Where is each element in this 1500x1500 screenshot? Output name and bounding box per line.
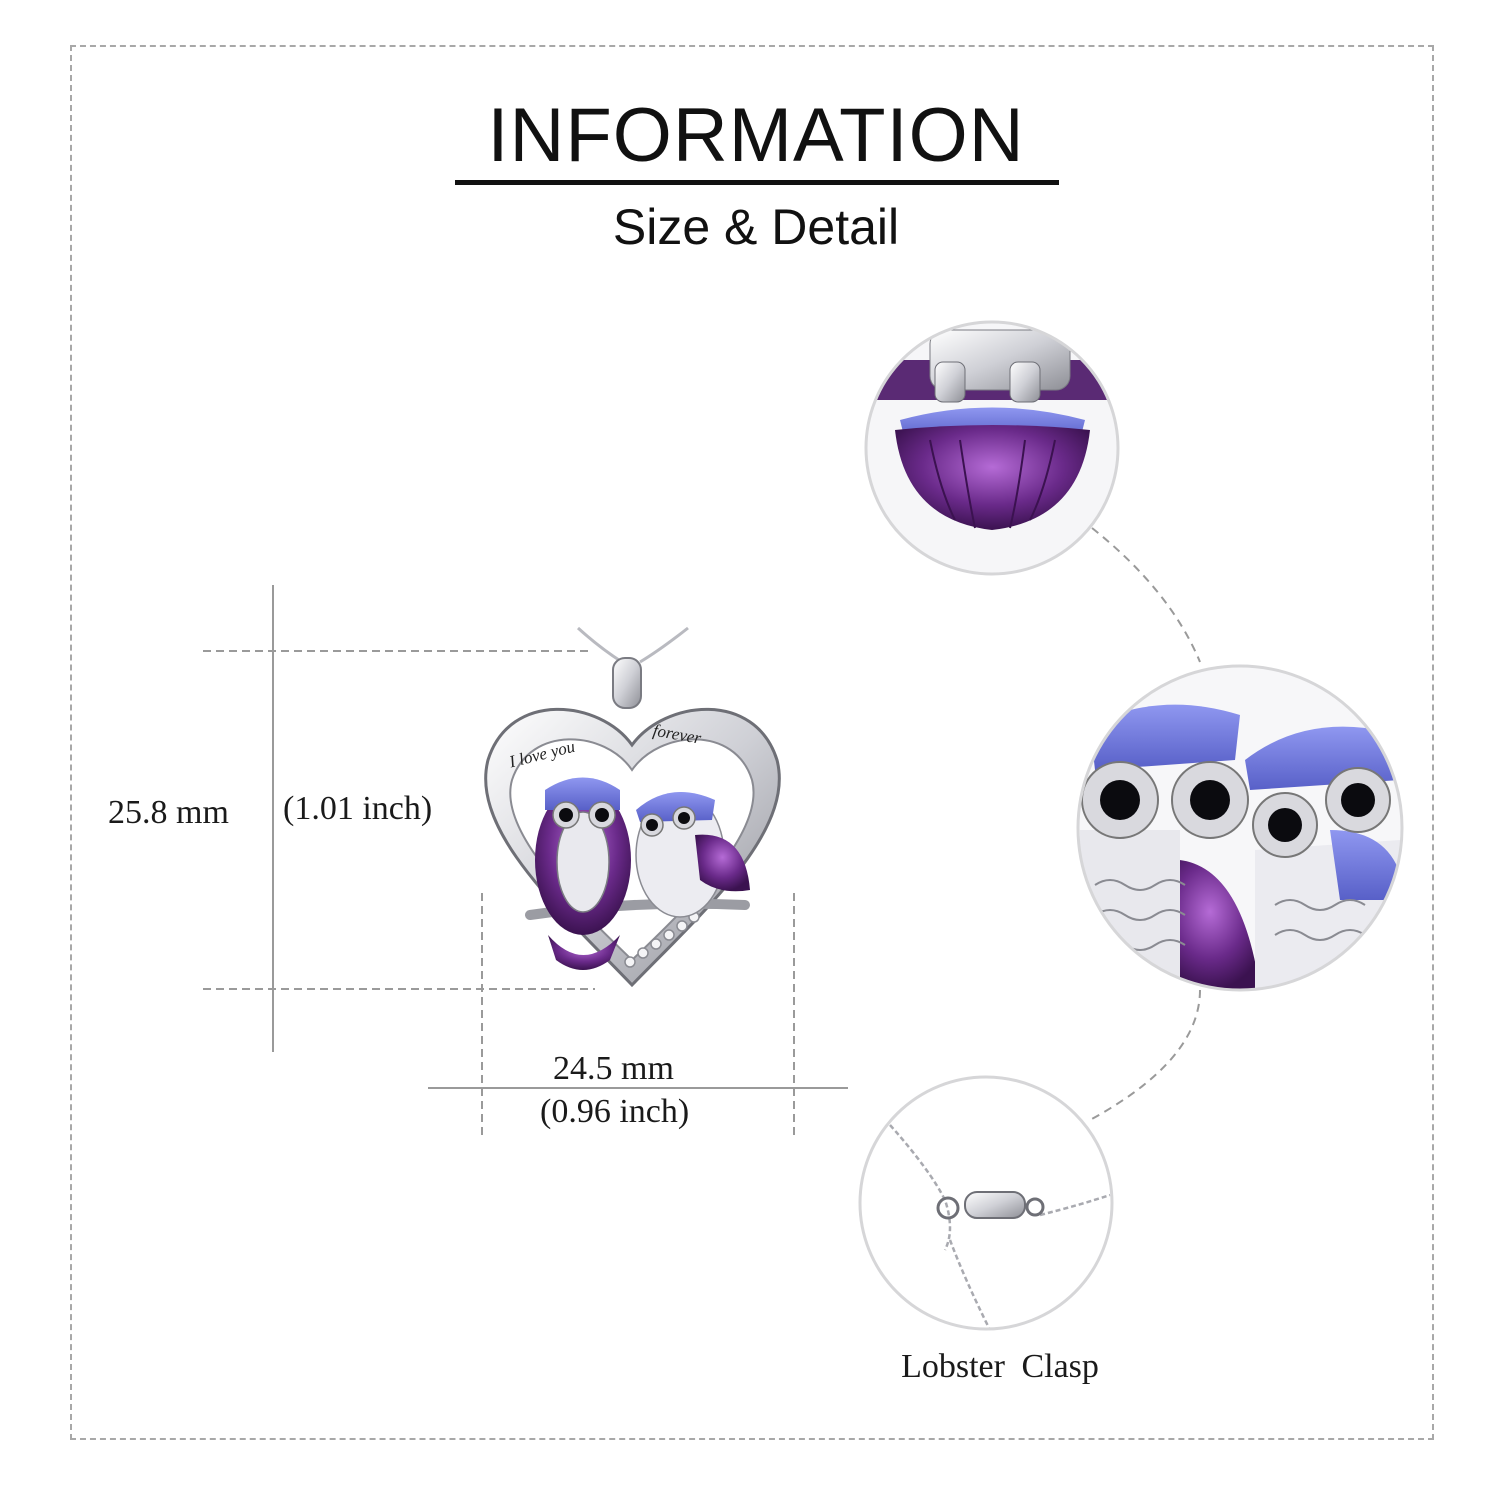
title-underline <box>455 180 1059 185</box>
dashed-frame <box>70 45 1434 1440</box>
height-inch-label: (1.01 inch) <box>283 790 433 827</box>
bail <box>612 657 642 709</box>
chain <box>576 626 689 664</box>
clasp-label: Lobster Clasp <box>901 1348 1099 1385</box>
height-mm-label: 25.8 mm <box>108 794 229 831</box>
heart-pendant: I love you forever <box>484 707 781 988</box>
page-subtitle: Size & Detail <box>612 199 900 255</box>
width-guides <box>428 893 848 1140</box>
detail-circle-owls <box>1076 664 1404 992</box>
right-owl <box>635 792 750 918</box>
connector-lines <box>1089 527 1201 1121</box>
height-guides <box>203 585 595 1052</box>
left-owl <box>535 777 631 970</box>
width-inch-label: (0.96 inch) <box>540 1093 690 1130</box>
page-title: INFORMATION <box>487 93 1025 178</box>
detail-circle-clasp <box>858 1075 1114 1331</box>
width-mm-label: 24.5 mm <box>553 1050 674 1087</box>
detail-circle-tail <box>864 320 1120 576</box>
